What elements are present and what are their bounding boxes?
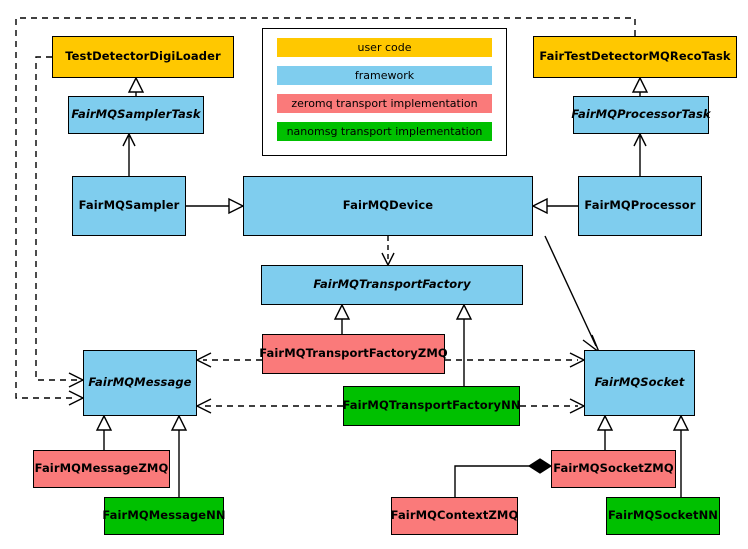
- edge-samplertask-to-digiloader: [127, 76, 145, 96]
- class-box-fair-mq-socket[interactable]: FairMQSocket: [584, 350, 695, 416]
- edge-sampler-to-samplertask: [122, 132, 136, 176]
- class-box-fair-mq-message-zmq[interactable]: FairMQMessageZMQ: [33, 450, 170, 488]
- class-box-fair-mq-processor-task[interactable]: FairMQProcessorTask: [571, 96, 711, 134]
- edge-messagezmq-to-message: [95, 414, 113, 450]
- class-box-fair-mq-transport-factory-nn[interactable]: FairMQTransportFactoryNN: [342, 386, 520, 426]
- class-box-fair-mq-message-nn[interactable]: FairMQMessageNN: [102, 497, 226, 535]
- edge-socketnn-to-socket: [672, 414, 690, 497]
- class-box-fair-mq-device[interactable]: FairMQDevice: [243, 176, 533, 236]
- edge-factoryzmq-to-socket: [445, 352, 586, 368]
- class-box-fair-mq-socket-zmq[interactable]: FairMQSocketZMQ: [551, 450, 676, 488]
- edge-sampler-to-device: [186, 197, 245, 215]
- legend-panel: user code framework zeromq transport imp…: [262, 28, 507, 156]
- edge-factorynn-to-message: [195, 398, 343, 414]
- edge-messagenn-to-message: [170, 414, 188, 497]
- class-box-test-detector-digi-loader[interactable]: TestDetectorDigiLoader: [52, 36, 234, 78]
- edge-factoryzmq-to-message: [195, 352, 262, 368]
- class-box-fair-mq-context-zmq[interactable]: FairMQContextZMQ: [391, 497, 518, 535]
- edge-processor-to-processortask: [633, 132, 647, 176]
- class-box-fair-mq-sampler-task[interactable]: FairMQSamplerTask: [68, 96, 204, 134]
- class-box-fair-test-detector-mq-reco-task[interactable]: FairTestDetectorMQRecoTask: [533, 36, 737, 78]
- class-box-fair-mq-message[interactable]: FairMQMessage: [83, 350, 197, 416]
- legend-item-framework: framework: [277, 66, 492, 85]
- edge-processortask-to-recotask: [631, 76, 649, 96]
- edge-device-to-transportfactory: [381, 236, 395, 267]
- edge-socketzmq-to-socket: [596, 414, 614, 450]
- legend-item-user-code: user code: [277, 38, 492, 57]
- class-box-fair-mq-processor[interactable]: FairMQProcessor: [578, 176, 702, 236]
- class-box-fair-mq-sampler[interactable]: FairMQSampler: [72, 176, 186, 236]
- edge-factoryzmq-to-factory: [333, 303, 351, 334]
- class-box-fair-mq-socket-nn[interactable]: FairMQSocketNN: [606, 497, 720, 535]
- edge-processor-to-device: [531, 197, 578, 215]
- edge-factorynn-to-factory: [455, 303, 473, 386]
- edge-contextzmq-to-socketzmq: [454, 458, 553, 497]
- edge-factorynn-to-socket: [520, 398, 586, 414]
- class-box-fair-mq-transport-factory[interactable]: FairMQTransportFactory: [261, 265, 523, 305]
- edge-device-to-socket: [544, 235, 601, 355]
- legend-item-nanomsg: nanomsg transport implementation: [277, 122, 492, 141]
- legend-item-zeromq: zeromq transport implementation: [277, 94, 492, 113]
- class-box-fair-mq-transport-factory-zmq[interactable]: FairMQTransportFactoryZMQ: [259, 334, 448, 374]
